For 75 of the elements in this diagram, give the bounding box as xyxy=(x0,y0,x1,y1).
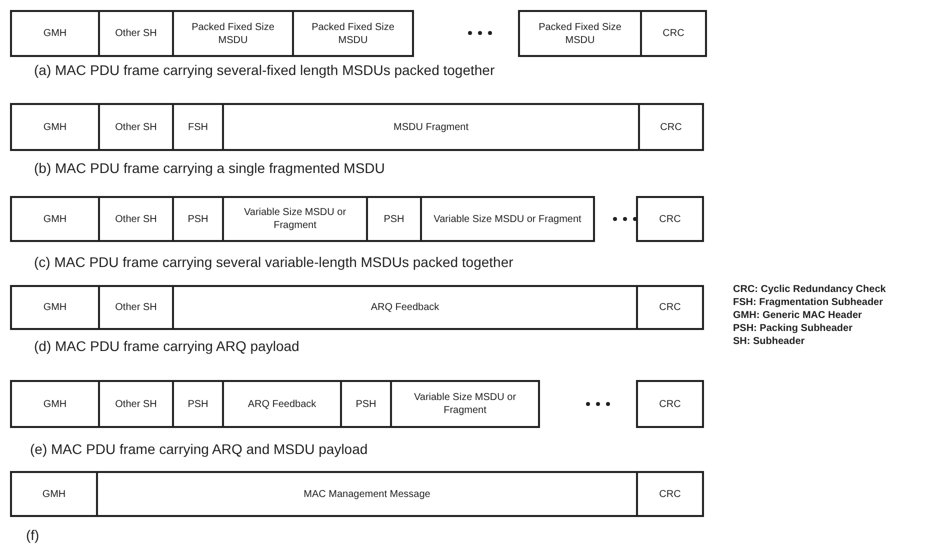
frame-field xyxy=(518,10,642,57)
field-label: FSH xyxy=(187,120,209,134)
frame-field xyxy=(222,380,342,428)
field-label: Other SH xyxy=(114,398,158,410)
field-label: PSH xyxy=(186,398,210,410)
abbreviation-note: SH: Subheader xyxy=(733,336,805,347)
field-label: Other SH xyxy=(114,212,158,226)
field-label: PSH xyxy=(382,212,406,226)
field-label: Packed Fixed Size MSDU xyxy=(538,20,622,46)
frame-field xyxy=(172,285,638,330)
field-label: CRC xyxy=(658,301,682,314)
frame-caption: (c) MAC PDU frame carrying several variable-length MSDUs packed together xyxy=(34,254,514,270)
field-label: CRC xyxy=(658,398,682,410)
field-label: Packed Fixed Size MSDU xyxy=(190,20,276,46)
field-label: GMH xyxy=(42,301,68,314)
frame-field xyxy=(10,103,100,151)
frame-field xyxy=(10,380,100,428)
frame-field xyxy=(636,285,704,330)
frame-field xyxy=(172,10,294,57)
frame-field xyxy=(96,471,638,517)
frame-field xyxy=(222,103,640,151)
field-label: GMH xyxy=(42,398,68,410)
field-label: CRC xyxy=(658,212,682,226)
field-label: PSH xyxy=(186,212,210,226)
frame-field xyxy=(172,380,224,428)
frame-field xyxy=(636,380,704,428)
frame-field xyxy=(636,196,704,242)
abbreviation-note: GMH: Generic MAC Header xyxy=(733,310,862,321)
frame-field xyxy=(98,196,174,242)
abbreviation-note: FSH: Fragmentation Subheader xyxy=(733,297,884,308)
field-label: GMH xyxy=(41,488,67,500)
field-label: Variable Size MSDU or Fragment xyxy=(242,206,348,232)
frame-field xyxy=(292,10,414,57)
frame-field xyxy=(10,285,100,330)
frame-caption: (d) MAC PDU frame carrying ARQ payload xyxy=(34,338,300,354)
field-label: MSDU Fragment xyxy=(392,120,470,134)
frame-field xyxy=(172,196,224,242)
field-label: Packed Fixed Size MSDU xyxy=(310,20,396,46)
frame-caption: (b) MAC PDU frame carrying a single fragmented MSDU xyxy=(34,160,385,176)
frame-field xyxy=(366,196,422,242)
abbreviation-note: CRC: Cyclic Redundancy Check xyxy=(733,284,886,295)
abbreviation-note: PSH: Packing Subheader xyxy=(733,323,852,334)
frame-field xyxy=(98,285,174,330)
field-label: PSH xyxy=(354,398,378,410)
frame-field xyxy=(98,10,174,57)
field-label: GMH xyxy=(42,27,68,40)
frame-field xyxy=(638,103,704,151)
field-label: Variable Size MSDU or Fragment xyxy=(412,391,518,417)
frame-caption: (e) MAC PDU frame carrying ARQ and MSDU payload xyxy=(30,441,368,457)
field-label: GMH xyxy=(42,120,68,134)
frame-caption: (a) MAC PDU frame carrying several-fixed length MSDUs packed together xyxy=(34,62,495,78)
field-label: GMH xyxy=(42,212,68,226)
field-label: CRC xyxy=(659,120,683,134)
frame-field xyxy=(172,103,224,151)
frame-field xyxy=(10,10,100,57)
field-label: Other SH xyxy=(114,27,158,40)
frame-field xyxy=(636,471,704,517)
frame-field xyxy=(340,380,392,428)
frame-field xyxy=(10,196,100,242)
frame-caption: (f) xyxy=(26,527,40,543)
frame-field xyxy=(98,380,174,428)
field-label: MAC Management Message xyxy=(302,488,432,500)
frame-field xyxy=(390,380,540,428)
frame-field xyxy=(222,196,368,242)
field-label: CRC xyxy=(662,27,686,40)
field-label: CRC xyxy=(658,488,682,500)
frame-field xyxy=(420,196,595,242)
field-label: Other SH xyxy=(114,301,158,314)
field-label: ARQ Feedback xyxy=(246,398,318,410)
frame-field xyxy=(10,471,98,517)
field-label: Other SH xyxy=(114,120,158,134)
field-label: Variable Size MSDU or Fragment xyxy=(432,212,582,226)
frame-field xyxy=(640,10,707,57)
field-label: ARQ Feedback xyxy=(370,301,440,314)
frame-field xyxy=(98,103,174,151)
